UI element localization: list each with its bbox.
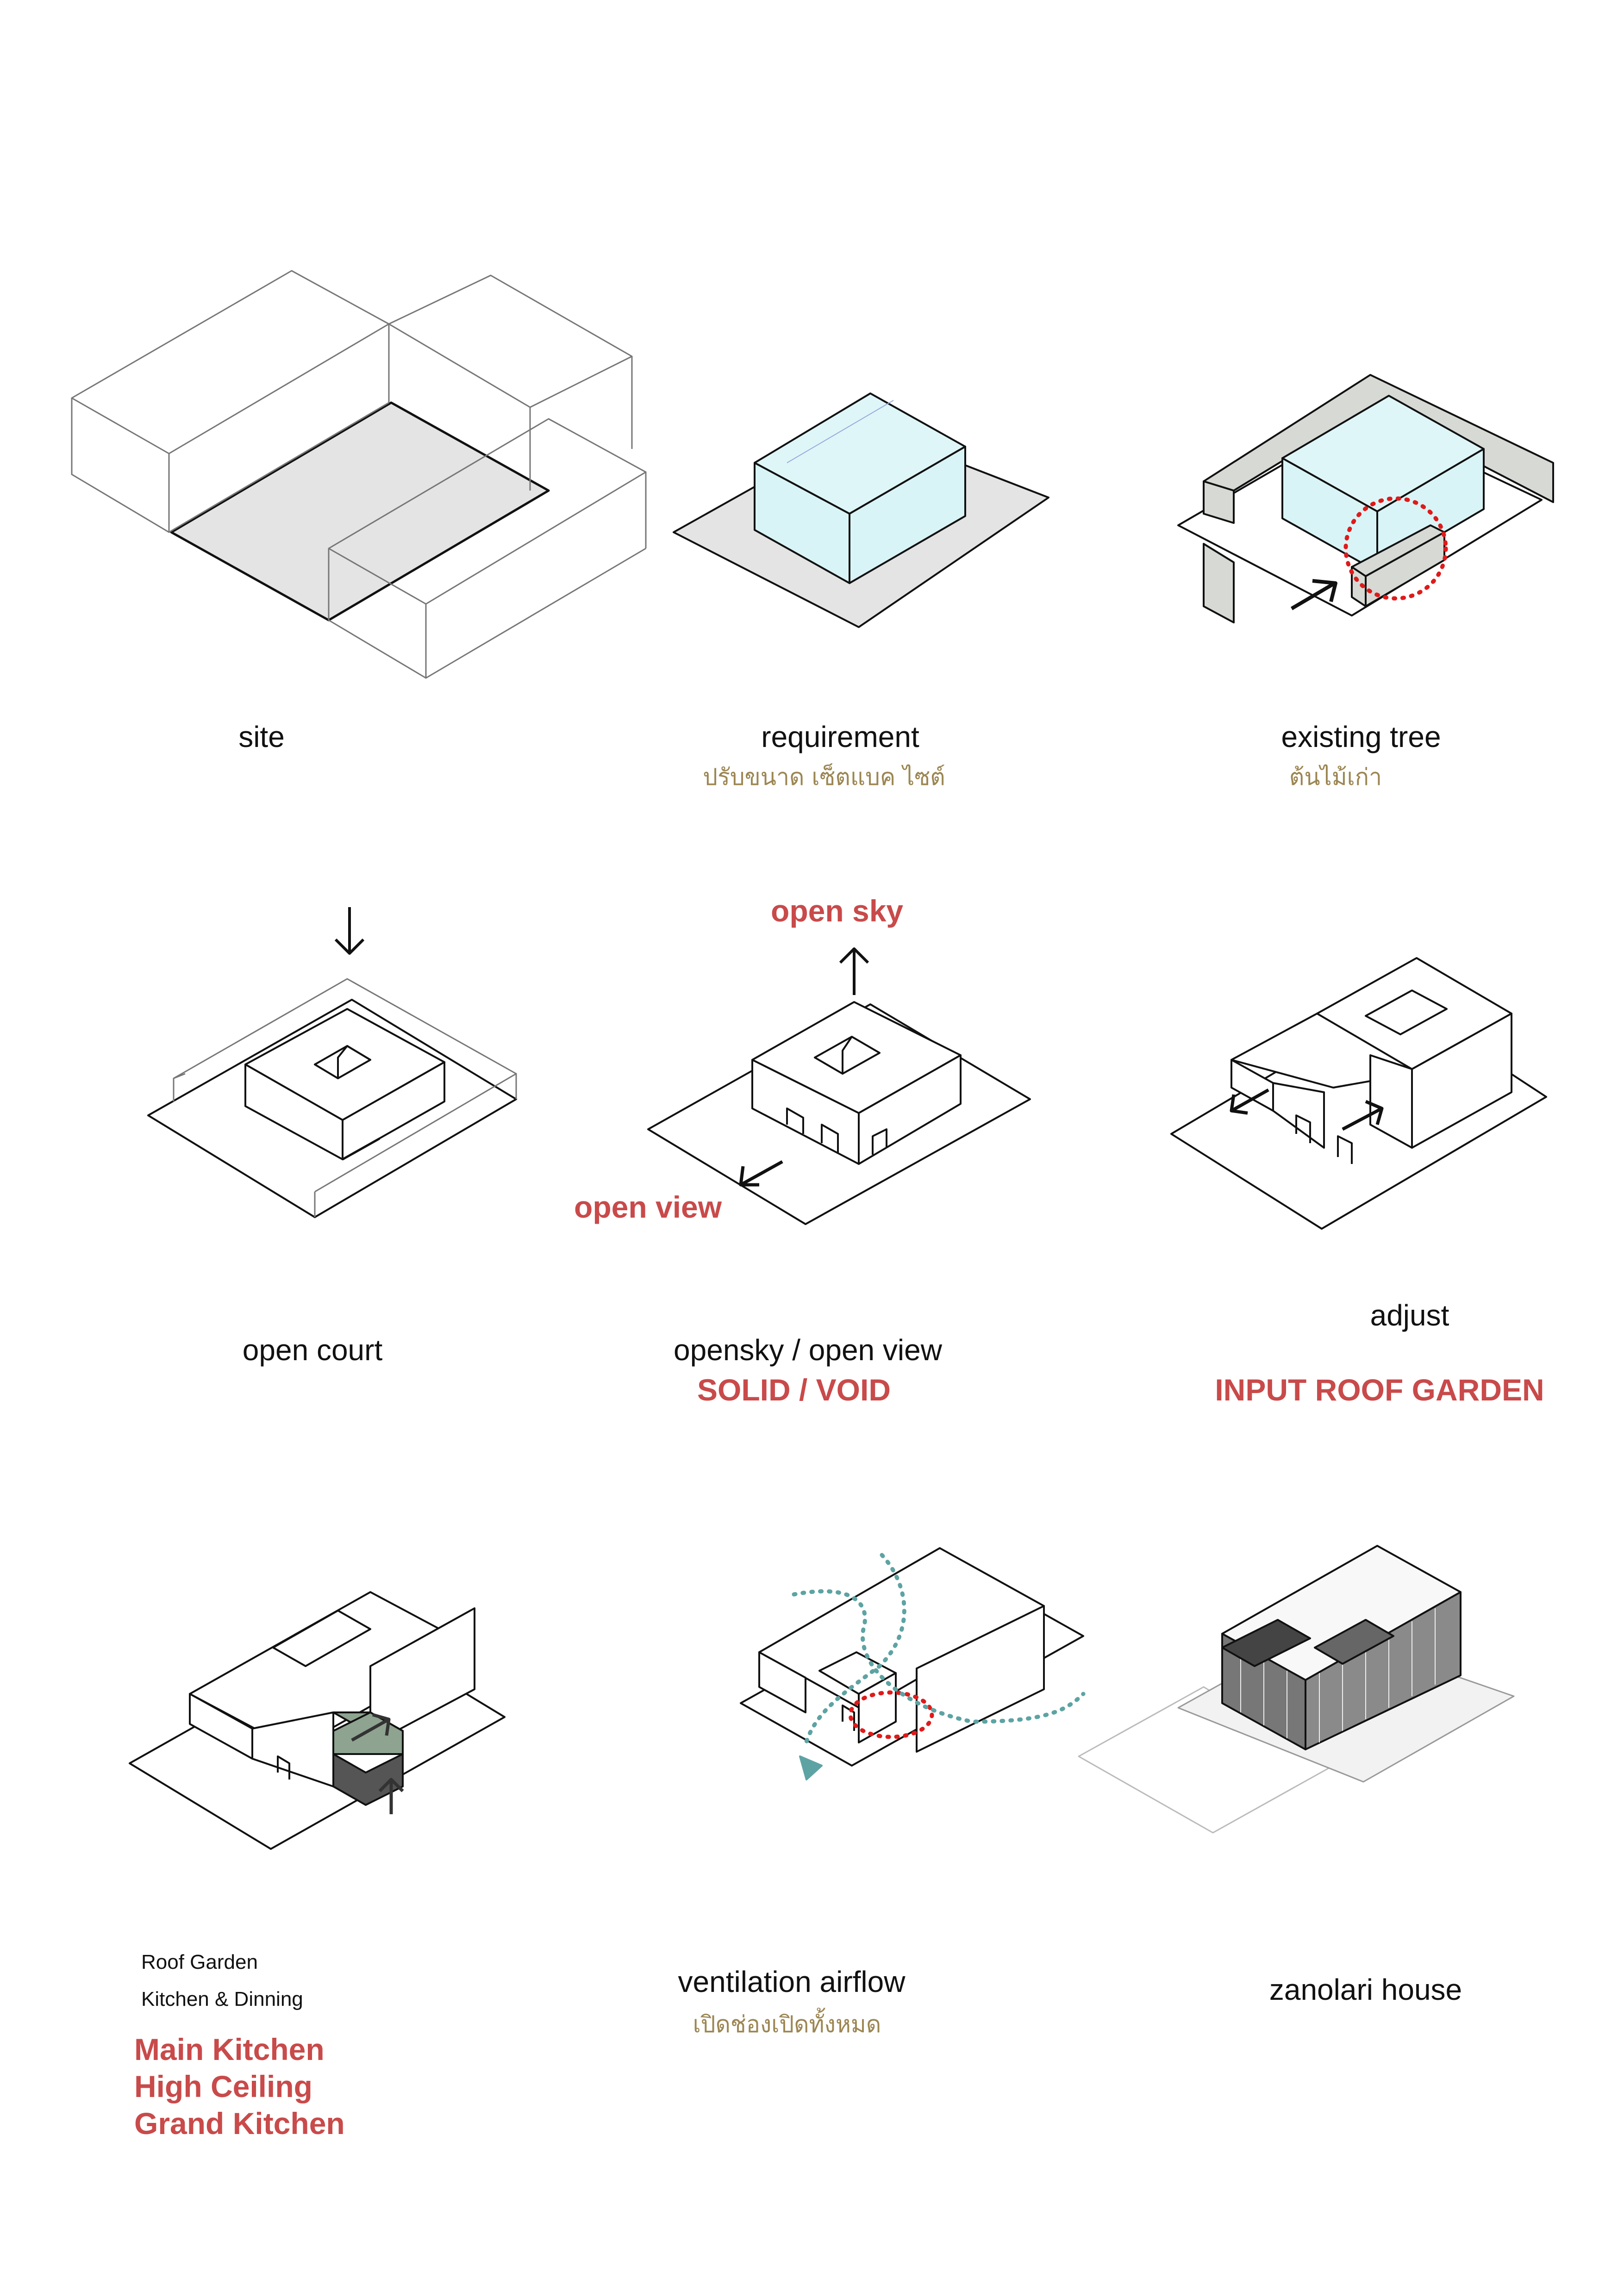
open-court-caption: open court [242, 1333, 383, 1367]
ventilation-thai-caption: เปิดช่องเปิดทั้งหมด [693, 2011, 881, 2038]
opensky-caption: opensky / open view [674, 1333, 942, 1367]
kitchen-diagram [129, 1591, 506, 1850]
ventilation-caption: ventilation airflow [678, 1965, 906, 1998]
requirement-diagram [673, 392, 1049, 628]
open-sky-label: open sky [771, 894, 904, 928]
grand-kitchen-label: Grand Kitchen [134, 2106, 345, 2140]
existing-tree-thai-caption: ต้นไม้เก่า [1289, 764, 1382, 790]
adjust-diagram [1170, 957, 1547, 1230]
roof-garden-subtitle: INPUT ROOF GARDEN [1215, 1373, 1544, 1407]
zanolari-diagram [1078, 1545, 1515, 1834]
open-view-label: open view [574, 1190, 722, 1224]
site-diagram [71, 270, 647, 679]
high-ceiling-label: High Ceiling [134, 2069, 312, 2103]
zanolari-caption: zanolari house [1269, 1973, 1462, 2006]
adjust-caption: adjust [1370, 1299, 1449, 1332]
site-caption: site [238, 720, 285, 753]
existing-tree-caption: existing tree [1281, 720, 1441, 753]
requirement-caption: requirement [761, 720, 919, 753]
solid-void-subtitle: SOLID / VOID [697, 1373, 891, 1407]
ventilation-diagram [740, 1547, 1086, 1780]
open-court-diagram [147, 907, 517, 1218]
opensky-diagram [647, 947, 1031, 1225]
kitchen-dinning-note: Kitchen & Dinning [141, 1988, 303, 2010]
existing-tree-diagram [1177, 374, 1554, 623]
requirement-thai-caption: ปรับขนาด เซ็ตแบค ไซต์ [703, 764, 945, 790]
main-kitchen-label: Main Kitchen [134, 2032, 325, 2066]
roof-garden-note: Roof Garden [141, 1951, 258, 1973]
